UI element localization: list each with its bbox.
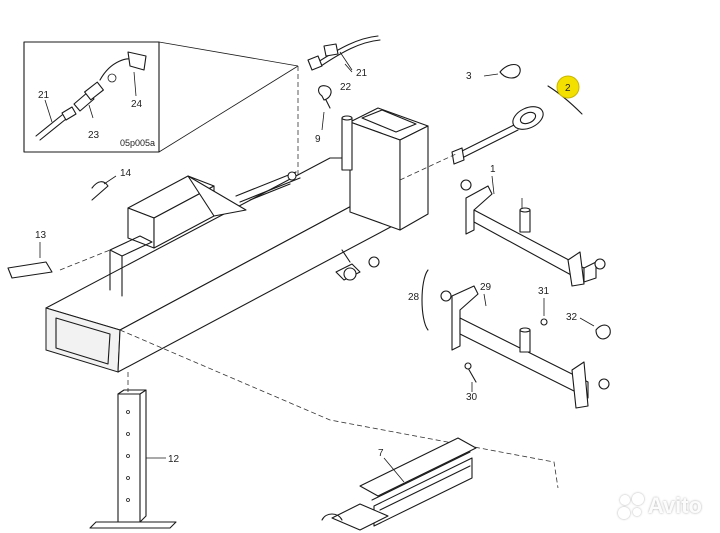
watermark-text: Avito <box>647 493 702 518</box>
callout-7: 7 <box>378 448 384 459</box>
handle-13: 13 <box>7 230 53 279</box>
callout-32: 32 <box>566 312 578 323</box>
callout-24: 24 <box>131 99 143 110</box>
avito-logo-icon <box>617 493 644 519</box>
axle-lower: 28 29 31 32 30 <box>408 269 611 409</box>
main-beam: 14 <box>45 106 559 489</box>
pin-9: 9 <box>315 85 332 145</box>
callout-28: 28 <box>408 292 420 303</box>
callout-23: 23 <box>88 130 100 141</box>
jack-stand-12: 12 <box>89 389 180 529</box>
callout-22: 22 <box>340 82 352 93</box>
inset-caption: 05p005a <box>120 138 155 148</box>
callout-2: 2 <box>565 83 571 94</box>
hose-assembly: 21 22 <box>297 35 381 175</box>
callout-30: 30 <box>466 392 478 403</box>
detail-inset: 21 23 24 05p005a <box>23 41 299 153</box>
callout-3: 3 <box>466 71 472 82</box>
highlight-marker <box>556 75 580 99</box>
callout-13: 13 <box>35 230 47 241</box>
callout-9: 9 <box>315 134 321 145</box>
clip-3: 3 2 <box>466 63 583 115</box>
callout-31: 31 <box>538 286 550 297</box>
callout-12: 12 <box>168 454 180 465</box>
avito-watermark: Avito <box>617 493 702 519</box>
part-7-frame: 7 <box>321 437 477 531</box>
callout-21: 21 <box>38 90 50 101</box>
callout-14: 14 <box>120 168 132 179</box>
axle-upper: 1 <box>460 164 606 287</box>
callout-1: 1 <box>490 164 496 175</box>
callout-21-top: 21 <box>356 68 368 79</box>
callout-29: 29 <box>480 282 492 293</box>
